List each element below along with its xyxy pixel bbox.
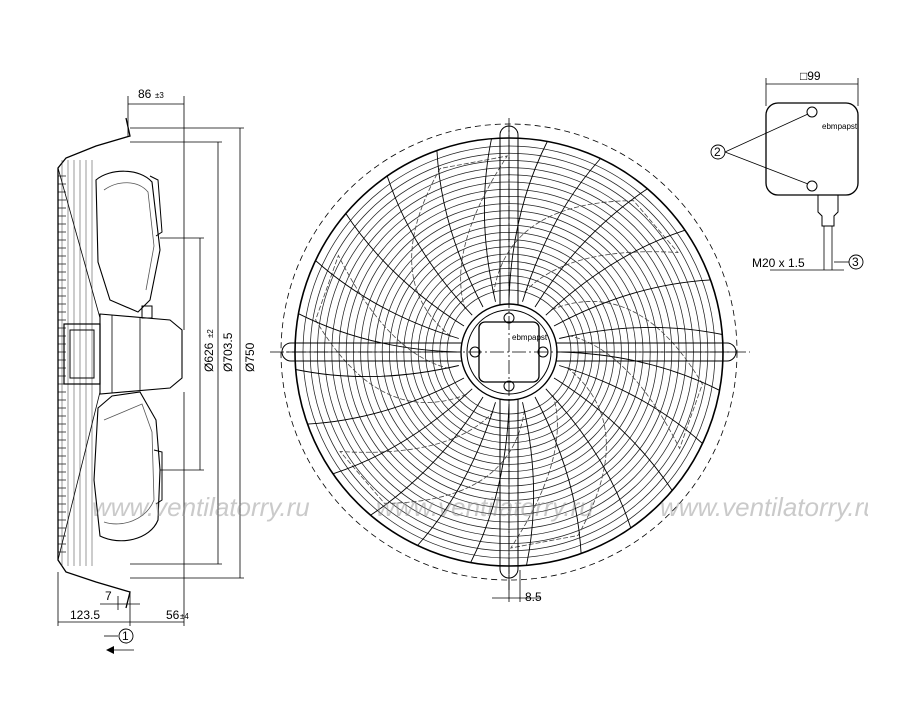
fan-blade <box>411 155 509 337</box>
thread-label: M20 x 1.5 <box>752 256 805 270</box>
guard-spoke <box>470 403 510 563</box>
upper-blade <box>95 170 161 313</box>
guard-spoke <box>534 396 582 554</box>
callout-1-label: 1 <box>122 629 129 643</box>
guard-spoke <box>483 138 496 302</box>
dim-750-label-visible: Ø750 <box>243 342 257 372</box>
guard-spoke <box>298 313 458 353</box>
watermark: www.ventilatorry.ru www.ventilatorry.ru … <box>92 492 878 522</box>
cable-gland <box>817 195 839 227</box>
callout-3-label: 3 <box>852 255 859 269</box>
guard-spoke <box>553 279 711 327</box>
fan-blade <box>315 254 467 403</box>
callout-2-leader-b <box>724 151 809 185</box>
terminal-box-side <box>141 305 153 319</box>
box-screw-bottom <box>806 180 818 192</box>
motor-cap <box>69 329 95 379</box>
callout-1-circle <box>118 628 134 644</box>
dim-99-label: □99 <box>800 69 821 83</box>
guard-spoke <box>436 150 484 308</box>
guard-spoke <box>522 158 601 302</box>
dim-123-label: 123.5 <box>70 608 100 622</box>
guard-spoke <box>307 377 465 425</box>
dim-7-label: 7 <box>105 589 112 603</box>
guard-spoke <box>417 402 496 546</box>
guard-spoke <box>553 377 673 491</box>
side-view: 86 ±3 Ø626 ±2 Ø703.5 Ø750 Ø750 7 123.5 5… <box>57 87 257 654</box>
strut-top <box>57 167 101 319</box>
box-screw-top <box>806 106 818 118</box>
guard-spoke <box>508 141 548 301</box>
side-guard-ribs <box>58 160 93 566</box>
upper-blade-edge <box>103 182 155 291</box>
lower-blade-edge <box>103 403 155 525</box>
guard-spoke <box>386 175 473 316</box>
fan-blade <box>551 301 703 450</box>
motor-rotor <box>63 323 101 385</box>
side-guard-outline <box>57 117 131 609</box>
front-view: ebmpapst 8.5 <box>270 118 750 604</box>
dim-626-tol: ±2 <box>206 329 215 338</box>
dim-56-label: 56 <box>166 608 180 622</box>
dim-86-label: 86 <box>138 87 152 101</box>
guard-spoke <box>560 351 720 391</box>
guard-spoke <box>559 365 703 444</box>
lower-blade <box>93 391 161 542</box>
dim-56-tol: ±4 <box>180 612 189 621</box>
guard-spokes <box>295 138 723 566</box>
watermark-text-1: www.ventilatorry.ru <box>92 492 310 522</box>
guard-spoke <box>295 365 459 378</box>
dim-626-label: Ø626 <box>202 342 216 372</box>
guard-spoke <box>559 326 723 339</box>
watermark-text-3: www.ventilatorry.ru <box>660 492 878 522</box>
upper-blade-tip <box>149 175 163 237</box>
fan-blade <box>493 200 679 295</box>
callout-2-leader-a <box>724 113 809 153</box>
guard-spoke <box>315 260 459 339</box>
guard-spoke <box>545 229 686 316</box>
dim-703-label: Ø703.5 <box>221 332 235 372</box>
flow-arrow-head <box>106 646 114 654</box>
strut-bottom <box>57 391 101 561</box>
guard-spoke <box>534 188 648 308</box>
guard-spoke <box>345 213 465 327</box>
guard-spoke <box>522 402 535 566</box>
guard-spoke <box>545 388 632 529</box>
dim-86-tol: ±3 <box>155 91 164 100</box>
terminal-box-view: □99 ebmpapst M20 x 1.5 2 3 <box>710 69 864 271</box>
fan-blade <box>339 409 525 504</box>
guard-spoke <box>370 396 484 516</box>
terminal-box-body <box>765 102 859 196</box>
watermark-text-2: www.ventilatorry.ru <box>376 492 594 522</box>
motor-body <box>99 313 183 395</box>
front-brand-label: ebmpapst <box>512 333 548 342</box>
fan-blade <box>509 367 607 549</box>
lower-blade-tip <box>153 449 163 505</box>
guard-spoke <box>332 388 473 475</box>
callout-2-label: 2 <box>714 145 721 159</box>
box-brand-label: ebmpapst <box>822 122 858 131</box>
fan-blades <box>315 155 703 549</box>
dim-85-label: 8.5 <box>525 590 542 604</box>
